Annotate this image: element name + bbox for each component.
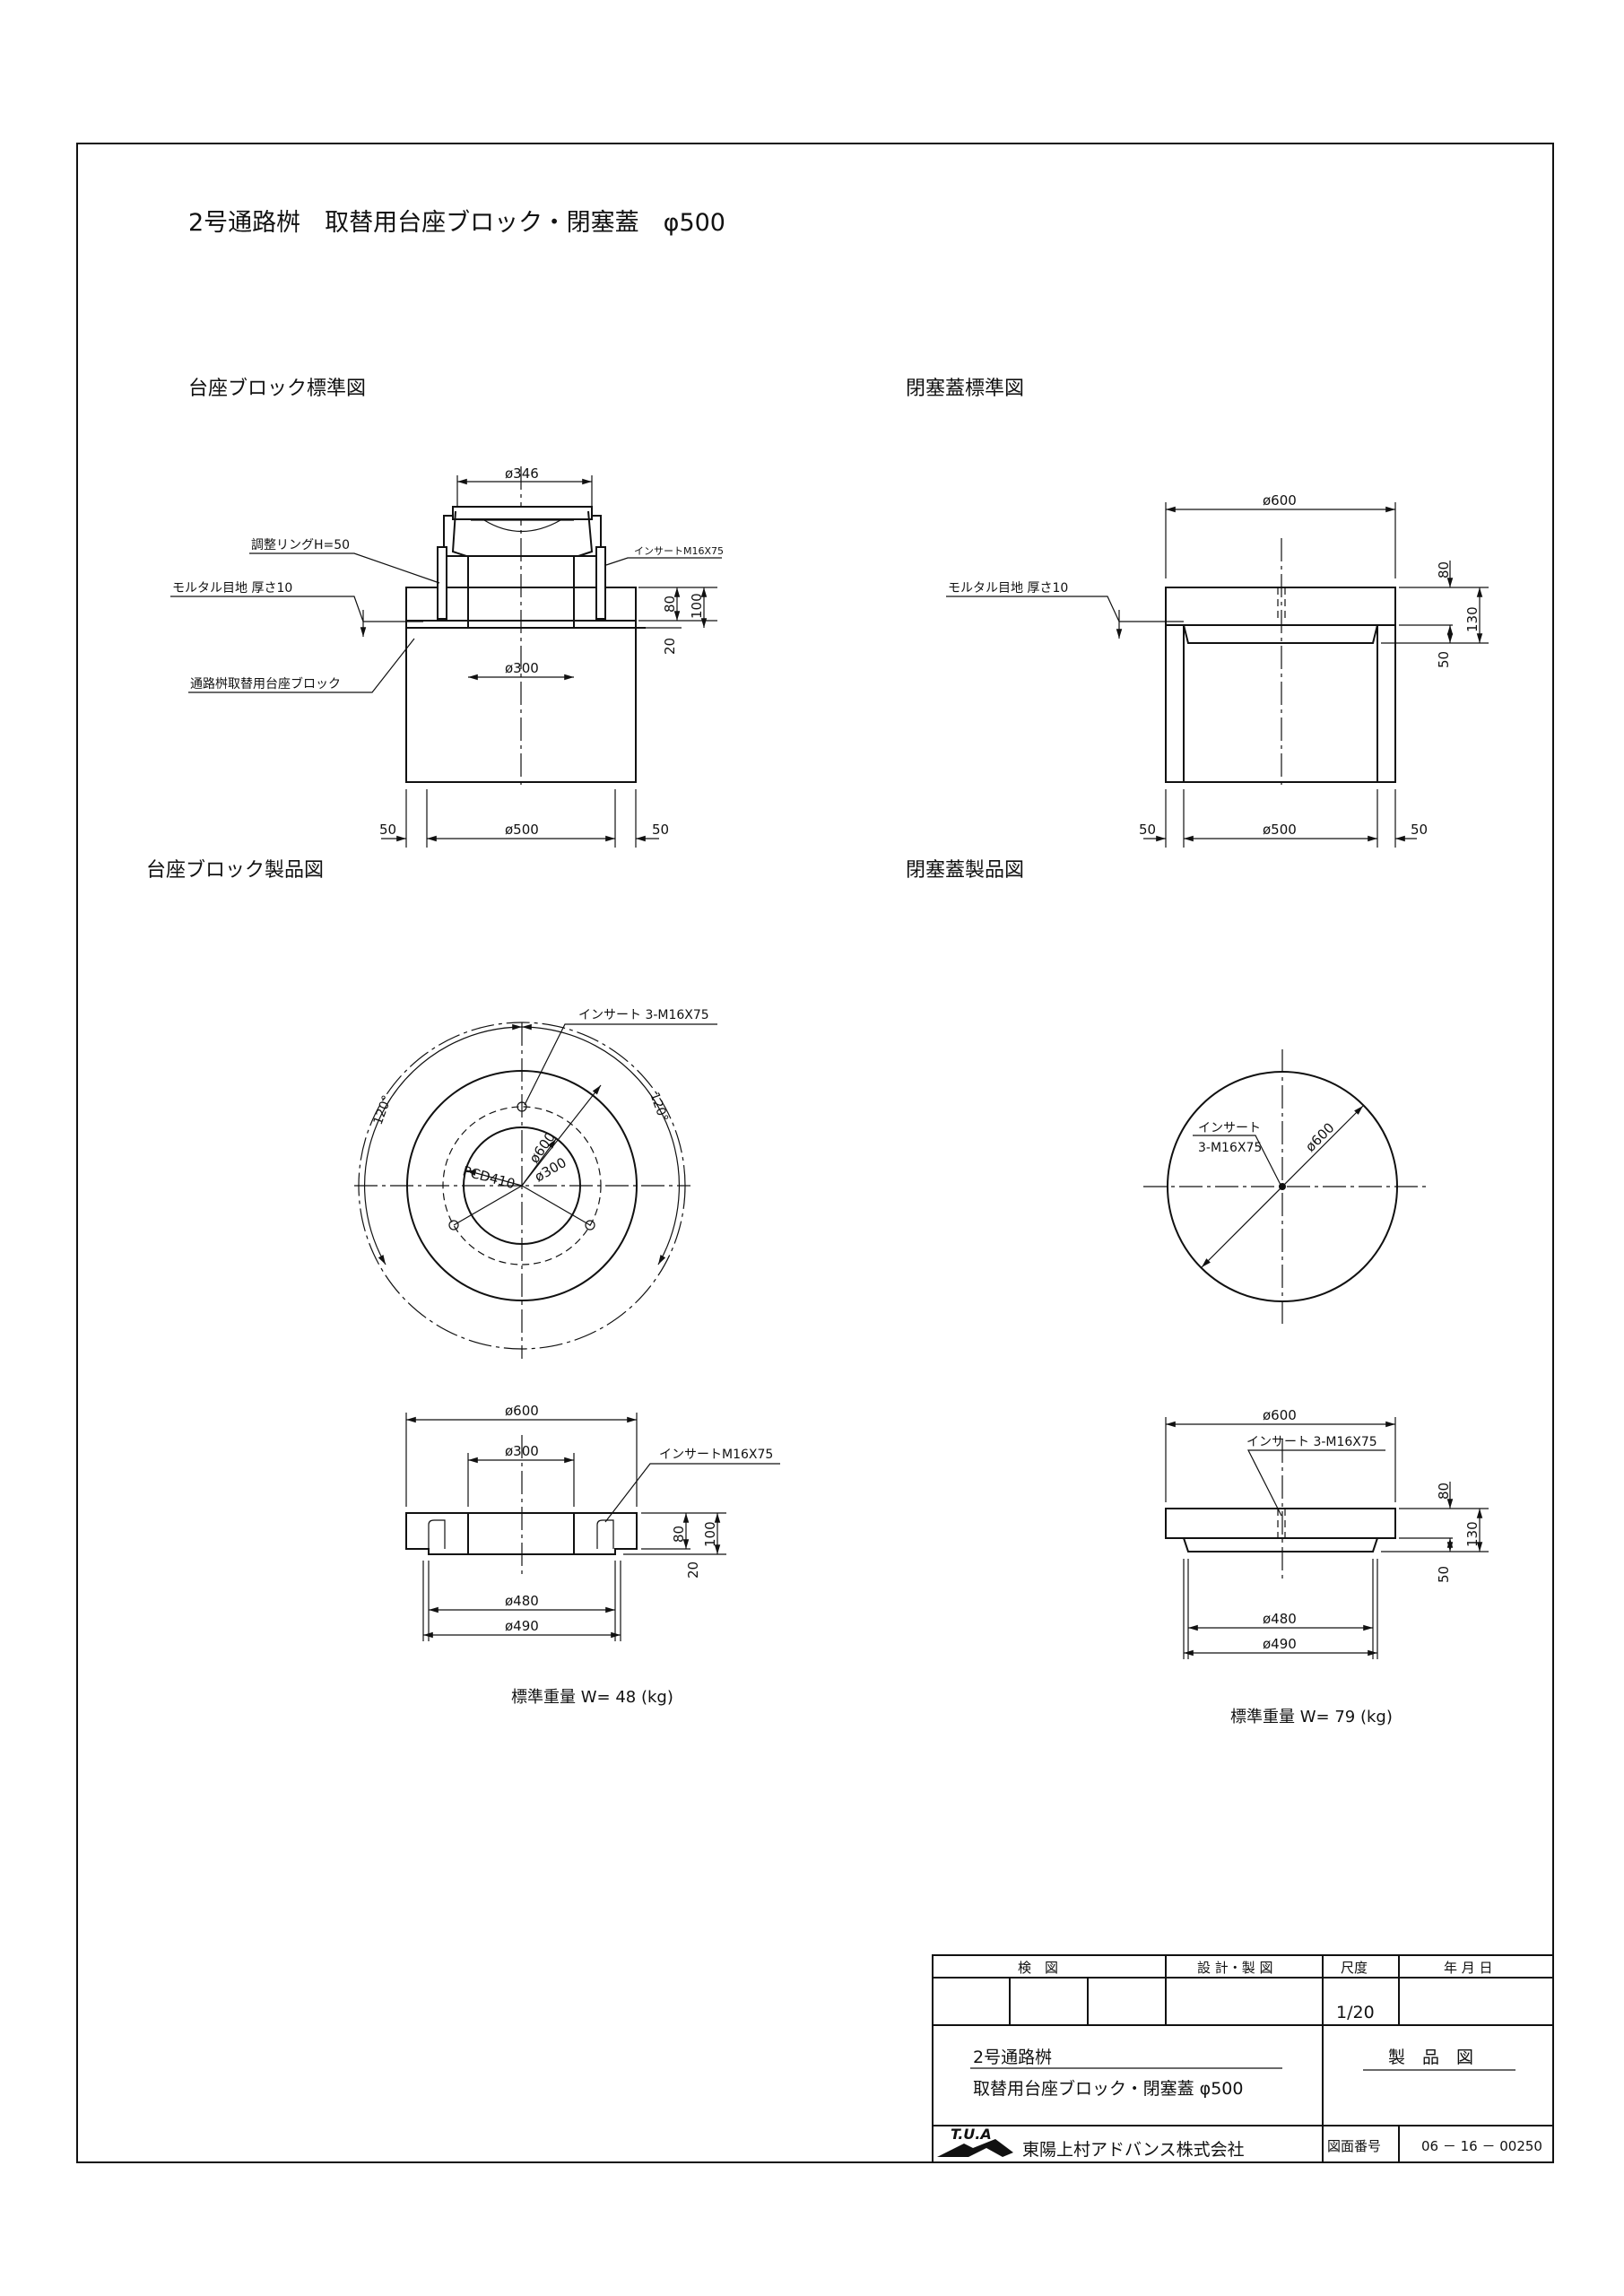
base-std-side-l: 50: [379, 822, 396, 838]
base-sec-h100: 100: [702, 1521, 718, 1547]
tb-name-line2: 取替用台座ブロック・閉塞蓋 φ500: [973, 2078, 1243, 2099]
heading-base-product: 台座ブロック製品図: [146, 859, 324, 882]
tb-header-design: 設 計・製 図: [1197, 1960, 1273, 1976]
base-sec-d300: ø300: [505, 1443, 539, 1459]
base-std-h80: 80: [662, 596, 678, 613]
cover-sec-label-insert: インサート 3-M16X75: [1246, 1435, 1377, 1449]
base-std-label-mortar: モルタル目地 厚さ10: [172, 581, 292, 596]
cover-section-view: ø600 インサート 3-M16X75 ø480 ø490 80 130 50 …: [1165, 1407, 1489, 1726]
base-sec-h80: 80: [671, 1526, 687, 1543]
base-std-label-ring: 調整リングH=50: [251, 538, 350, 552]
cover-std-d600: ø600: [1263, 492, 1297, 509]
company-logo-icon: T.U.A: [937, 2126, 1013, 2157]
cover-std-h130: 130: [1464, 606, 1481, 632]
cover-sec-h80: 80: [1436, 1483, 1452, 1500]
tb-dwg-label: 図面番号: [1327, 2138, 1381, 2154]
cover-sec-h50: 50: [1436, 1566, 1452, 1583]
tb-dwg-no: 06 － 16 － 00250: [1421, 2138, 1542, 2154]
base-weight: 標準重量 W= 48 (kg): [511, 1688, 673, 1707]
base-plan-pcd: PCD410: [461, 1162, 517, 1192]
base-std-h100: 100: [689, 593, 705, 619]
cover-sec-h130: 130: [1464, 1521, 1481, 1547]
base-std-d346: ø346: [505, 465, 539, 482]
base-plan-view: インサート 3-M16X75 120° 120° PCD410 ø600 ø30…: [354, 1008, 717, 1359]
cover-sec-d490: ø490: [1263, 1636, 1297, 1652]
tb-kind: 製 品 図: [1388, 2048, 1473, 2067]
tb-company: 東陽上村アドバンス株式会社: [1022, 2140, 1245, 2160]
heading-cover-standard: 閉塞蓋標準図: [906, 378, 1024, 400]
base-plan-label-insert: インサート 3-M16X75: [578, 1008, 709, 1022]
cover-std-h50: 50: [1436, 651, 1452, 668]
drawing-title: 2号通路桝 取替用台座ブロック・閉塞蓋 φ500: [188, 209, 725, 237]
base-std-d300: ø300: [505, 660, 539, 676]
cover-standard-view: ø600 ø500 50 50 80 130 50 モルタル目地 厚さ10: [946, 492, 1489, 848]
base-std-label-insert: インサートM16X75: [634, 545, 724, 557]
svg-text:T.U.A: T.U.A: [951, 2126, 992, 2143]
base-sec-label-insert: インサートM16X75: [659, 1448, 773, 1462]
tb-scale: 1/20: [1336, 2003, 1375, 2022]
cover-weight: 標準重量 W= 79 (kg): [1230, 1708, 1393, 1726]
base-section-view: ø600 ø300 ø480 ø490 80 100 20 インサートM16X7…: [405, 1403, 780, 1707]
base-sec-d480: ø480: [505, 1593, 539, 1609]
heading-cover-product: 閉塞蓋製品図: [906, 859, 1024, 882]
base-sec-d600: ø600: [505, 1403, 539, 1419]
cover-std-h80: 80: [1436, 561, 1452, 578]
tb-name-line1: 2号通路桝: [973, 2048, 1052, 2067]
sheet-border: [76, 143, 1554, 2163]
tb-header-check: 検 図: [1018, 1960, 1058, 1976]
cover-plan-label-insert-1: インサート: [1198, 1121, 1261, 1135]
base-std-label-block: 通路桝取替用台座ブロック: [190, 676, 341, 691]
tb-header-date: 年 月 日: [1444, 1960, 1493, 1976]
cover-std-d500: ø500: [1263, 822, 1297, 838]
base-std-h20: 20: [662, 638, 678, 655]
base-plan-angle-left: 120°: [371, 1093, 395, 1126]
cover-sec-d480: ø480: [1263, 1611, 1297, 1627]
cover-std-side-r: 50: [1411, 822, 1428, 838]
cover-std-label-mortar: モルタル目地 厚さ10: [948, 581, 1068, 596]
base-sec-d490: ø490: [505, 1618, 539, 1634]
cover-plan-view: インサート 3-M16X75 ø600: [1143, 1049, 1426, 1327]
heading-base-standard: 台座ブロック標準図: [188, 378, 366, 400]
base-plan-angle-right: 120°: [647, 1091, 671, 1124]
base-standard-view: ø346 ø300 ø500 50 50 80 100 20 調整リングH=50…: [170, 465, 724, 848]
cover-std-side-l: 50: [1139, 822, 1156, 838]
cover-plan-label-insert-2: 3-M16X75: [1198, 1141, 1262, 1155]
base-sec-h20: 20: [685, 1561, 701, 1578]
base-std-d500: ø500: [505, 822, 539, 838]
cover-sec-d600: ø600: [1263, 1407, 1297, 1423]
base-std-side-r: 50: [652, 822, 669, 838]
tb-header-scale: 尺度: [1341, 1960, 1368, 1976]
title-block: 検 図 設 計・製 図 尺度 年 月 日 1/20 2号通路桝 取替用台座ブロッ…: [932, 1954, 1554, 2163]
